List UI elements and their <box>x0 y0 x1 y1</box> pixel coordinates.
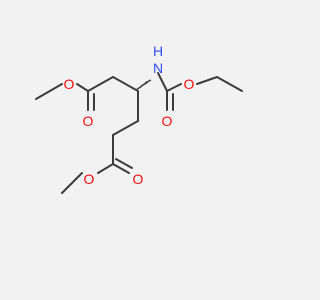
atom-o-ester-bottom: O <box>84 171 95 187</box>
bond-carbonyl-c-ch2 <box>87 76 114 92</box>
atom-o-ester-top: O <box>64 76 75 92</box>
bond-methyl-o-top <box>35 83 63 100</box>
atom-n-amine: N <box>153 60 163 76</box>
atom-o-carbamate-ether: O <box>184 76 195 92</box>
bond-ch2-stereocenter <box>112 76 139 92</box>
bond-layer <box>35 72 243 194</box>
bond-carbonyl-c-o-bottom-a <box>112 163 130 174</box>
atom-h-amine: H <box>153 43 163 59</box>
atom-labels: O O N H O O O O <box>64 43 195 187</box>
hashed-wedge-bond <box>136 79 152 90</box>
atom-o-carbonyl-bottom: O <box>133 171 144 187</box>
bond-o-ester-bottom-methyl <box>61 172 83 194</box>
background <box>0 0 300 300</box>
bond-carbamate-c-o-ether <box>166 83 182 92</box>
bond-o-top-carbonyl-c <box>76 83 89 92</box>
bond-chain-ch2 <box>112 120 139 136</box>
atom-o-carbonyl-top: O <box>83 113 94 129</box>
bond-n-carbamate-c <box>157 72 168 92</box>
atom-o-carbamate-carbonyl: O <box>162 113 173 129</box>
molecule-structure: O O N H O O O O <box>0 0 300 300</box>
bond-carbonyl-c-o-bottom-b <box>115 158 133 169</box>
structure-canvas: O O N H O O O O <box>0 0 300 300</box>
bond-o-ether-ethyl <box>196 76 218 85</box>
bond-ethyl <box>216 76 243 92</box>
bond-carbonyl-c-o-ester-bottom <box>97 163 114 174</box>
